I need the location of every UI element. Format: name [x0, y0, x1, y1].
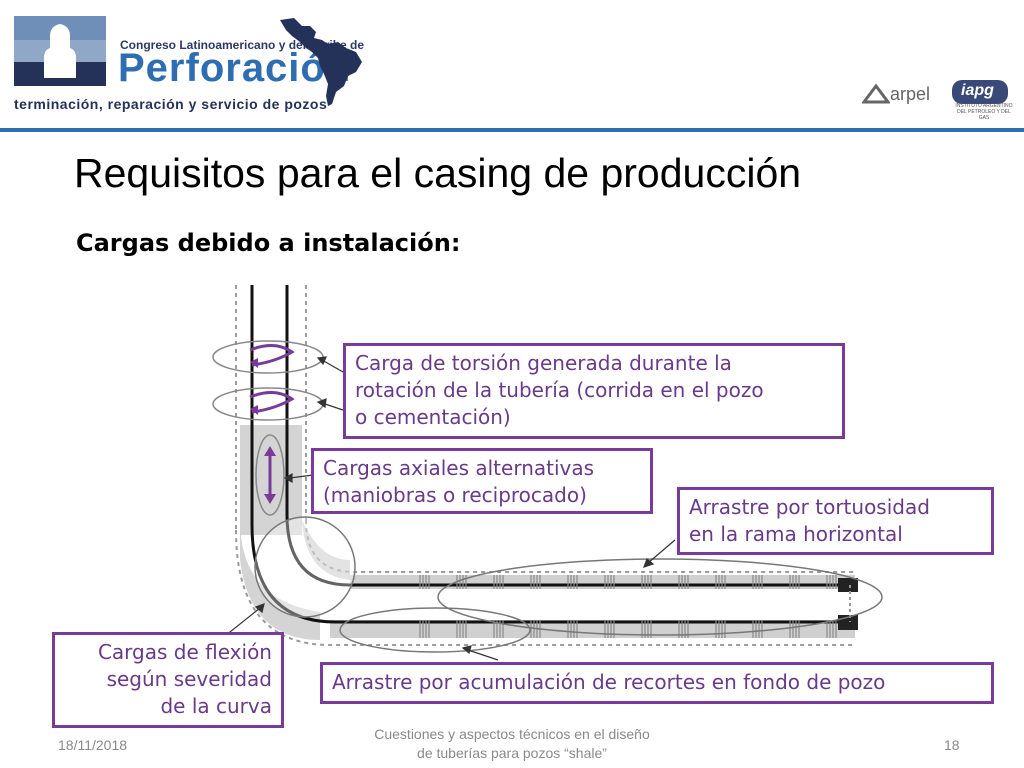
callout-tortuosity-line-2: en la rama horizontal: [689, 522, 903, 546]
congress-logo-emblem: [14, 16, 106, 86]
wellbore-dashed-walls: [235, 285, 855, 646]
iapg-logo-text: iapg: [961, 82, 994, 99]
callout-axial-line-1: Cargas axiales alternativas: [323, 456, 595, 480]
iapg-logo-badge: [952, 80, 1008, 104]
footer-center: Cuestiones y aspectos técnicos en el dis…: [330, 725, 694, 763]
torsion-indicator-lower: [212, 387, 324, 421]
footer-date: 18/11/2018: [58, 737, 128, 753]
callout-tortuosity-line-1: Arrastre por tortuosidad: [689, 495, 930, 519]
latin-america-map-icon: [280, 18, 362, 106]
callout-bending-line-3: de la curva: [160, 694, 272, 718]
axial-load-indicator: [255, 434, 285, 516]
cuttings-zone-ellipse: [339, 607, 531, 653]
callout-axial-line-2: (maniobras o reciprocado): [323, 483, 587, 507]
slide-title: Requisitos para el casing de producción: [74, 150, 802, 196]
casing-pipe-tip: [838, 578, 858, 630]
logo-text-perforacion: Perforación: [118, 46, 352, 90]
footer-center-line-1: Cuestiones y aspectos técnicos en el dis…: [374, 726, 650, 742]
callout-torsion-line-3: o cementación): [355, 405, 511, 429]
callout-torsion-line-2: rotación de la tubería (corrida en el po…: [355, 378, 764, 402]
arpel-logo-text: arpel: [890, 84, 931, 104]
logo-text-subtitle: terminación, reparación y servicio de po…: [14, 96, 328, 112]
callout-torsion-line-1: Carga de torsión generada durante la: [355, 351, 732, 375]
callout-bending-line-1: Cargas de flexión: [97, 640, 272, 664]
callout-bending-line-2: según severidad: [106, 667, 272, 691]
casing-pipe: [250, 285, 850, 624]
bend-zone-circle: [254, 516, 356, 618]
iapg-logo-subtext: INSTITUTO ARGENTINO DEL PETROLEO Y DEL G…: [955, 103, 1013, 121]
arpel-logo-icon: [862, 83, 890, 104]
callout-axial: Cargas axiales alternativas (maniobras o…: [311, 448, 653, 514]
footer-center-line-2: de tuberías para pozos “shale”: [417, 745, 607, 761]
header-divider: [0, 128, 1024, 132]
header: Congreso Latinoamericano y del Caribe de…: [0, 0, 1024, 132]
callout-bending: Cargas de flexión según severidad de la …: [52, 632, 284, 728]
footer-page-number: 18: [944, 737, 960, 753]
slide-subtitle: Cargas debido a instalación:: [76, 229, 461, 257]
tortuosity-zone-ellipse: [437, 558, 883, 636]
callout-tortuosity: Arrastre por tortuosidad en la rama hori…: [677, 487, 994, 555]
callout-cuttings: Arrastre por acumulación de recortes en …: [320, 662, 994, 704]
callout-torsion: Carga de torsión generada durante la rot…: [343, 343, 845, 439]
callout-cuttings-line-1: Arrastre por acumulación de recortes en …: [332, 670, 886, 694]
coupling-marks: [419, 575, 837, 638]
